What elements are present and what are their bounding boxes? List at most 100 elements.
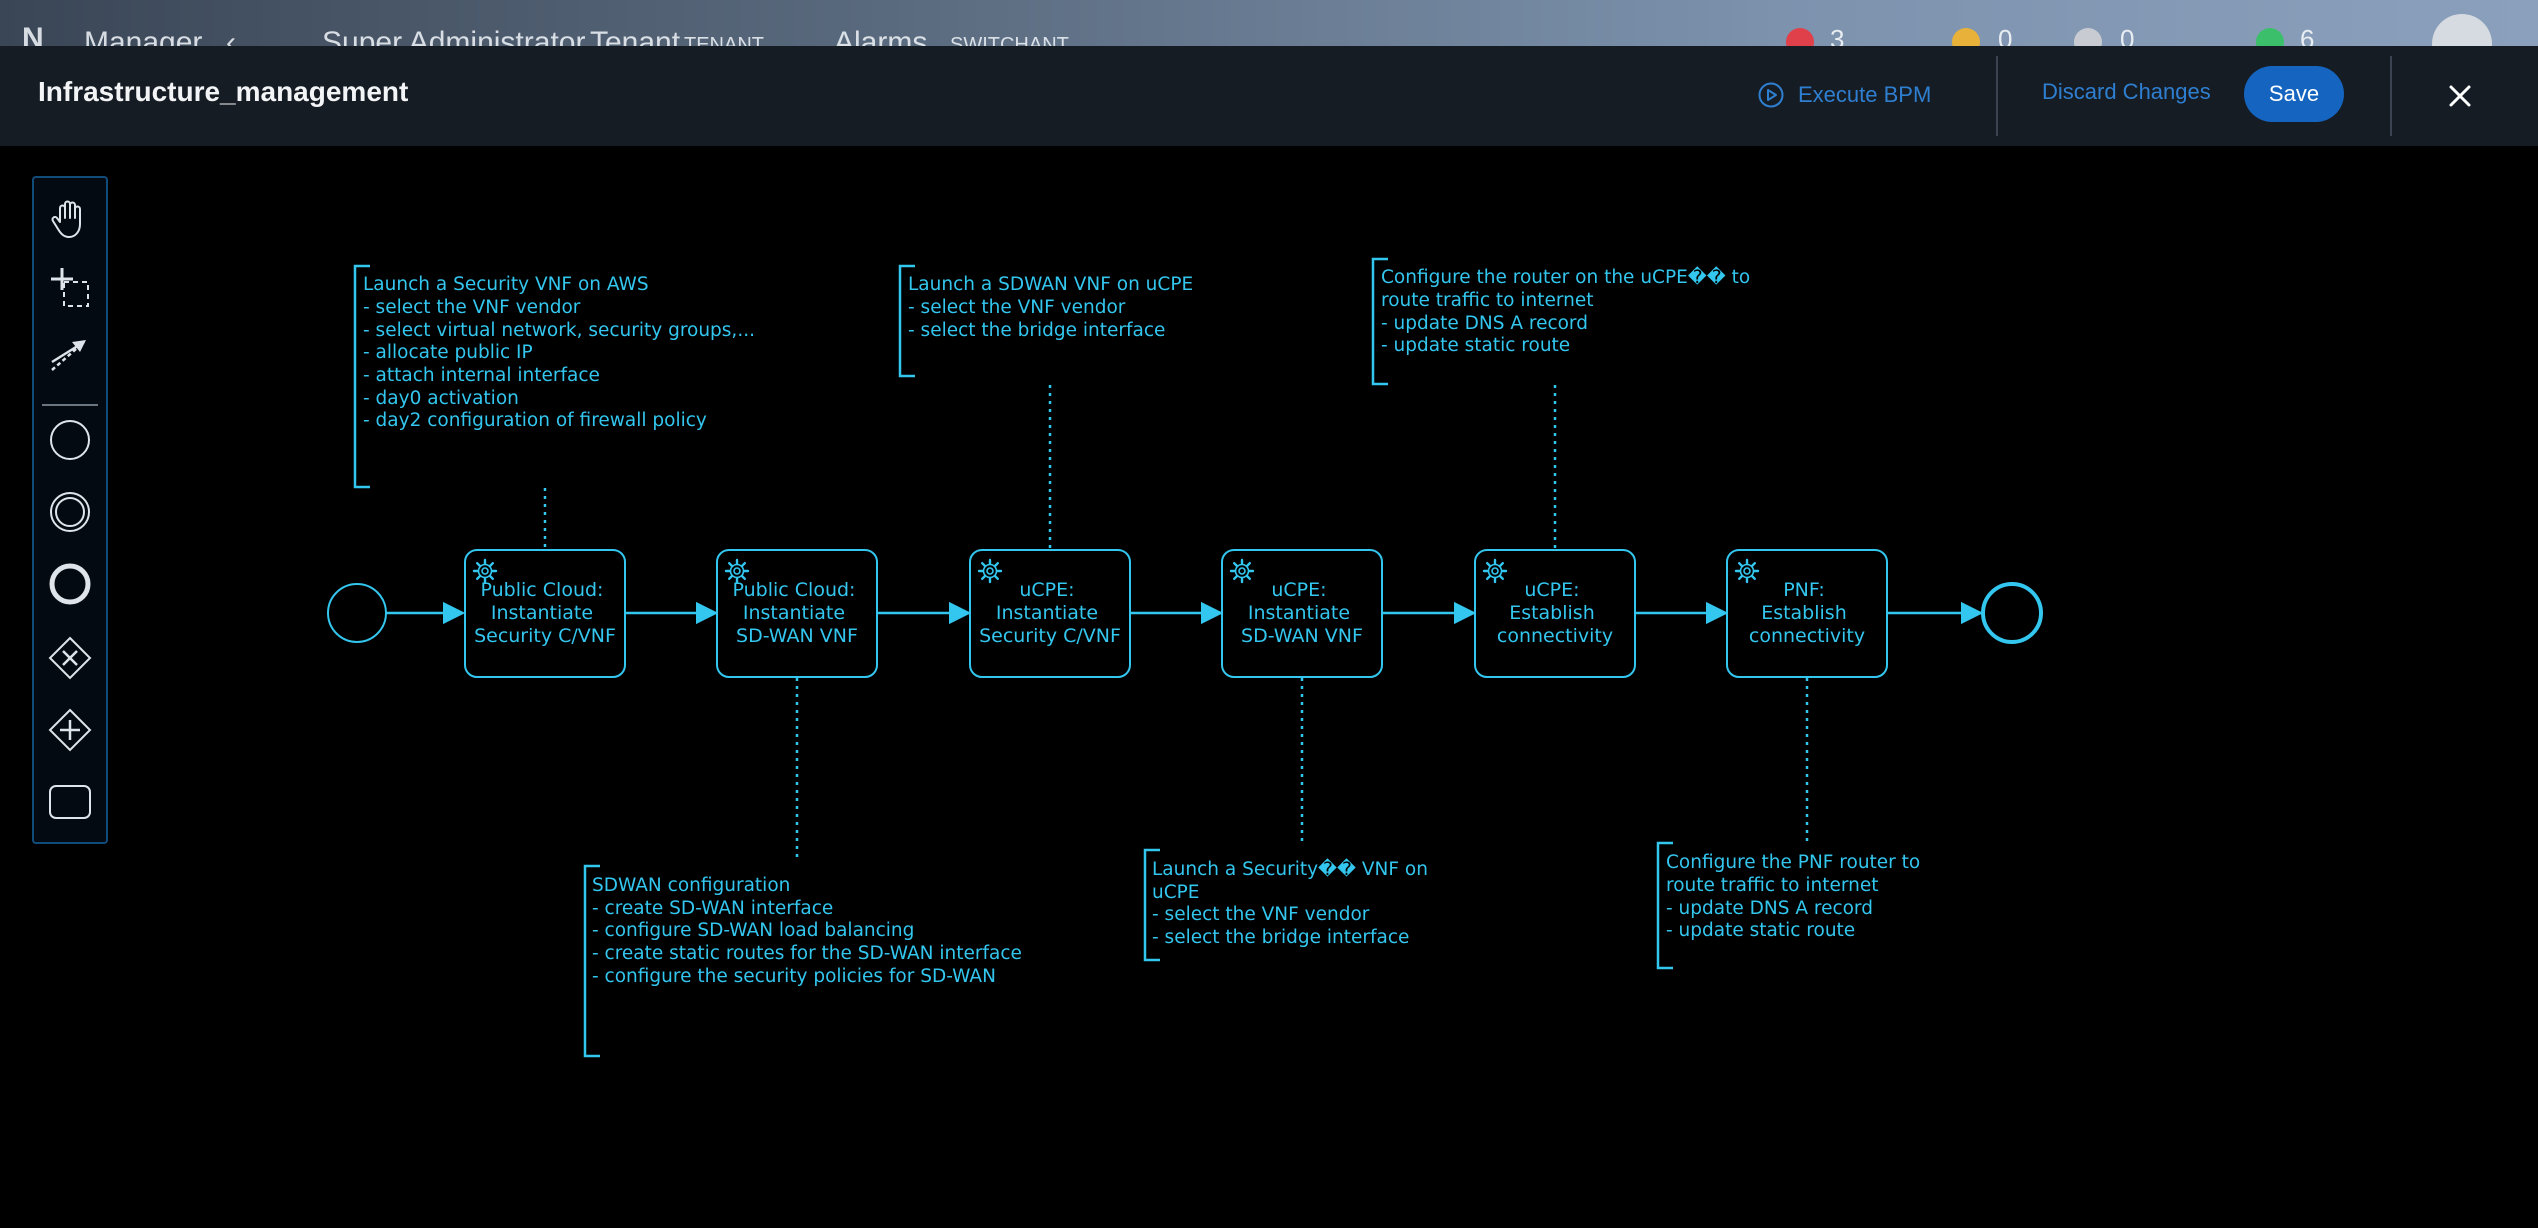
annotation-line: - select virtual network, security group… (363, 320, 755, 341)
app-brand[interactable]: Manager (84, 26, 203, 46)
ok-count: 6 (2300, 24, 2315, 46)
ok-status-icon[interactable] (2256, 28, 2284, 46)
play-circle-icon (1758, 82, 1784, 108)
service-task[interactable]: PNF: Establish connectivity (1726, 549, 1888, 678)
task-label-line: Security C/VNF (474, 625, 616, 647)
task-label-line: SD-WAN VNF (736, 625, 858, 647)
service-task[interactable]: Public Cloud: Instantiate SD-WAN VNF (716, 549, 878, 678)
intermediate-event-tool-icon[interactable] (46, 488, 94, 536)
service-task[interactable]: uCPE: Instantiate Security C/VNF (969, 549, 1131, 678)
svg-text:Configure the PNF router to: Configure the PNF router to route traffi… (1666, 852, 1926, 941)
parallel-gateway-tool-icon[interactable] (46, 706, 94, 754)
end-event-tool-icon[interactable] (46, 560, 94, 608)
hand-tool-icon[interactable] (46, 194, 94, 242)
annotation-line: - select the bridge interface (1152, 927, 1409, 948)
lasso-tool-icon[interactable] (46, 264, 94, 312)
text-annotation[interactable]: Launch a Security VNF on AWS - select th… (353, 264, 761, 489)
svg-text:Public Cloud: Instantiat: Public Cloud: Instantiate Security C/VNF (474, 579, 616, 647)
save-button[interactable]: Save (2244, 66, 2344, 122)
breadcrumb-super-admin[interactable]: Super Administrator (322, 26, 586, 46)
task-label-line: PNF: (1783, 579, 1825, 601)
modal-title: Infrastructure_management (38, 76, 409, 107)
task-label-line: Public Cloud: (733, 579, 856, 601)
annotation-line: - allocate public IP (363, 342, 533, 363)
svg-text:Public Cloud: Instantiat: Public Cloud: Instantiate SD-WAN VNF (733, 579, 862, 647)
annotation-line: - select the VNF vendor (363, 297, 581, 318)
annotation-line: uCPE (1152, 882, 1200, 903)
critical-alarm-icon[interactable] (1786, 28, 1814, 46)
header-divider (2390, 56, 2392, 136)
critical-count: 3 (1830, 24, 1845, 46)
info-count: 0 (2120, 24, 2135, 46)
svg-text:uCPE: Instantiate: uCPE: Instantiate SD-WAN VNF (1241, 579, 1363, 647)
breadcrumb-tenant[interactable]: Tenant (590, 26, 681, 46)
back-chevron-icon[interactable]: ‹ (226, 26, 236, 46)
text-annotation[interactable]: Configure the router on the uCPE�� to ro… (1371, 257, 1756, 386)
associations (543, 385, 1809, 860)
task-label-line: Instantiate (1248, 602, 1350, 624)
text-annotation[interactable]: Launch a SDWAN VNF on uCPE - select the … (898, 264, 1199, 378)
start-event-tool-icon[interactable] (46, 416, 94, 464)
task-label-line: uCPE: (1019, 579, 1074, 601)
text-annotation[interactable]: Configure the PNF router to route traffi… (1656, 841, 1926, 970)
modal-header: Infrastructure_management Execute BPM Di… (0, 46, 2538, 147)
task-label-line: SD-WAN VNF (1241, 625, 1363, 647)
task-label-line: connectivity (1749, 625, 1865, 647)
task-label-line: connectivity (1497, 625, 1613, 647)
svg-text:SDWAN configuration - cr: SDWAN configuration - create SD-WAN inte… (592, 875, 1028, 987)
header-divider (1996, 56, 1998, 136)
task-label-line: Instantiate (996, 602, 1098, 624)
text-annotation[interactable]: Launch a Security�� VNF on uCPE - select… (1143, 848, 1434, 962)
annotation-line: - update DNS A record (1381, 313, 1588, 334)
annotation-line: - create static routes for the SD-WAN in… (592, 943, 1022, 964)
breadcrumb-tenant-value: TENANT (684, 34, 764, 46)
svg-text:Launch a SDWAN VNF on uCPE: Launch a SDWAN VNF on uCPE - select the … (908, 274, 1199, 341)
annotation-line: route traffic to internet (1666, 875, 1879, 896)
warning-alarm-icon[interactable] (1952, 28, 1980, 46)
palette-divider (42, 404, 98, 406)
global-connect-tool-icon[interactable] (46, 330, 94, 378)
task-label-line: Public Cloud: (481, 579, 604, 601)
svg-text:PNF: Establish con: PNF: Establish connectivity (1749, 579, 1865, 647)
svg-text:Configure the router on the uC: Configure the router on the uCPE�� to ro… (1381, 266, 1756, 356)
annotation-line: route traffic to internet (1381, 290, 1594, 311)
svg-text:uCPE: Establish co: uCPE: Establish connectivity (1497, 579, 1613, 647)
execute-bpm-label: Execute BPM (1798, 82, 1932, 107)
service-task[interactable]: Public Cloud: Instantiate Security C/VNF (464, 549, 626, 678)
discard-changes-button[interactable]: Discard Changes (2042, 79, 2211, 104)
annotation-line: - configure the security policies for SD… (592, 966, 996, 987)
task-label-line: uCPE: (1524, 579, 1579, 601)
task-label-line: Instantiate (491, 602, 593, 624)
annotation-line: - update static route (1381, 335, 1570, 356)
execute-bpm-button[interactable]: Execute BPM (1758, 78, 1931, 112)
annotation-line: - configure SD-WAN load balancing (592, 920, 914, 941)
exclusive-gateway-tool-icon[interactable] (46, 634, 94, 682)
task-label-line: Establish (1509, 602, 1595, 624)
app-logo: N (22, 22, 44, 46)
tool-palette (32, 176, 108, 844)
end-event[interactable] (1981, 582, 2043, 644)
annotation-line: - select the VNF vendor (1152, 904, 1370, 925)
breadcrumb-alarms-value: SWITCHANT (950, 34, 1069, 46)
annotation-line: - update static route (1666, 920, 1855, 941)
task-tool-icon[interactable] (46, 778, 94, 826)
task-label-line: Instantiate (743, 602, 845, 624)
service-task[interactable]: uCPE: Instantiate SD-WAN VNF (1221, 549, 1383, 678)
svg-text:Launch a Security VNF on AWS: Launch a Security VNF on AWS - select th… (363, 274, 761, 431)
bpmn-canvas[interactable] (0, 146, 2538, 1228)
annotation-line: Launch a SDWAN VNF on uCPE (908, 274, 1193, 295)
breadcrumb-alarms[interactable]: Alarms (834, 26, 928, 46)
info-alarm-icon[interactable] (2074, 28, 2102, 46)
svg-text:Launch a Security�� VNF on: Launch a Security�� VNF on uCPE - select… (1152, 858, 1434, 948)
start-event[interactable] (327, 583, 387, 643)
task-label-line: Establish (1761, 602, 1847, 624)
annotation-line: Configure the PNF router to (1666, 852, 1920, 873)
annotation-line: - day2 configuration of firewall policy (363, 410, 707, 431)
annotation-line: - attach internal interface (363, 365, 600, 386)
service-task[interactable]: uCPE: Establish connectivity (1474, 549, 1636, 678)
annotation-line: - day0 activation (363, 388, 519, 409)
close-icon[interactable] (2440, 76, 2480, 116)
text-annotation[interactable]: SDWAN configuration - create SD-WAN inte… (583, 864, 1028, 1058)
annotation-line: Configure the router on the uCPE�� to (1381, 266, 1750, 288)
